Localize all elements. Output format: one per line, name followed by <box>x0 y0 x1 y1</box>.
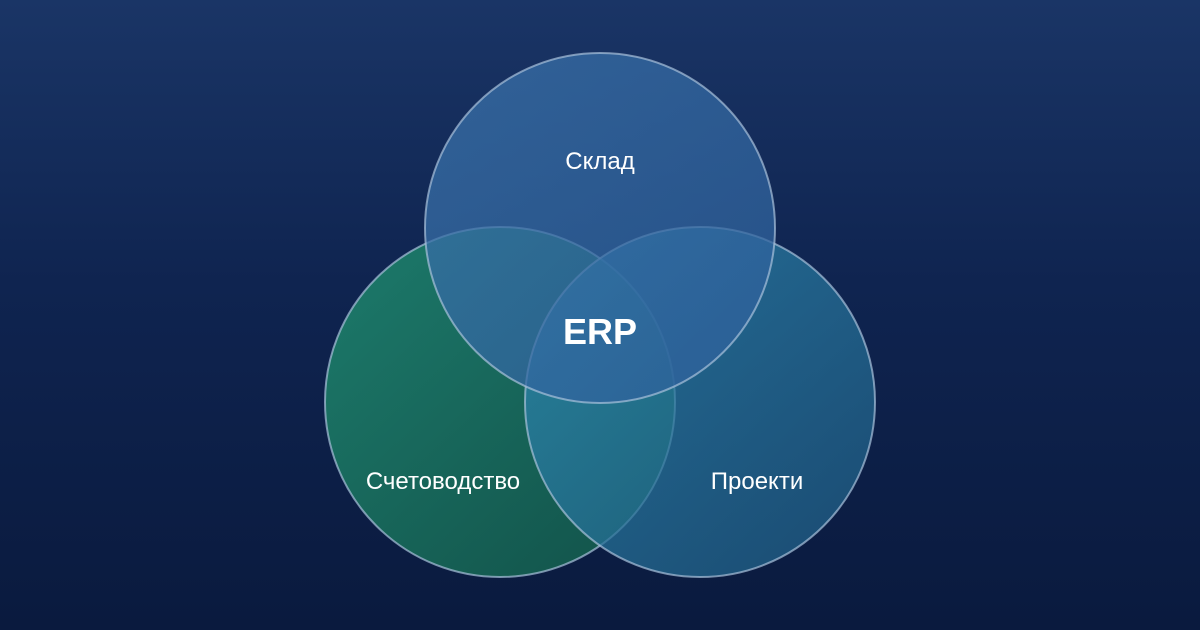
set-label-projects: Проекти <box>711 468 803 495</box>
set-circle-warehouse <box>424 52 776 404</box>
set-label-warehouse: Склад <box>565 148 634 175</box>
set-label-accounting: Счетоводство <box>366 468 520 495</box>
center-label: ERP <box>563 311 637 352</box>
